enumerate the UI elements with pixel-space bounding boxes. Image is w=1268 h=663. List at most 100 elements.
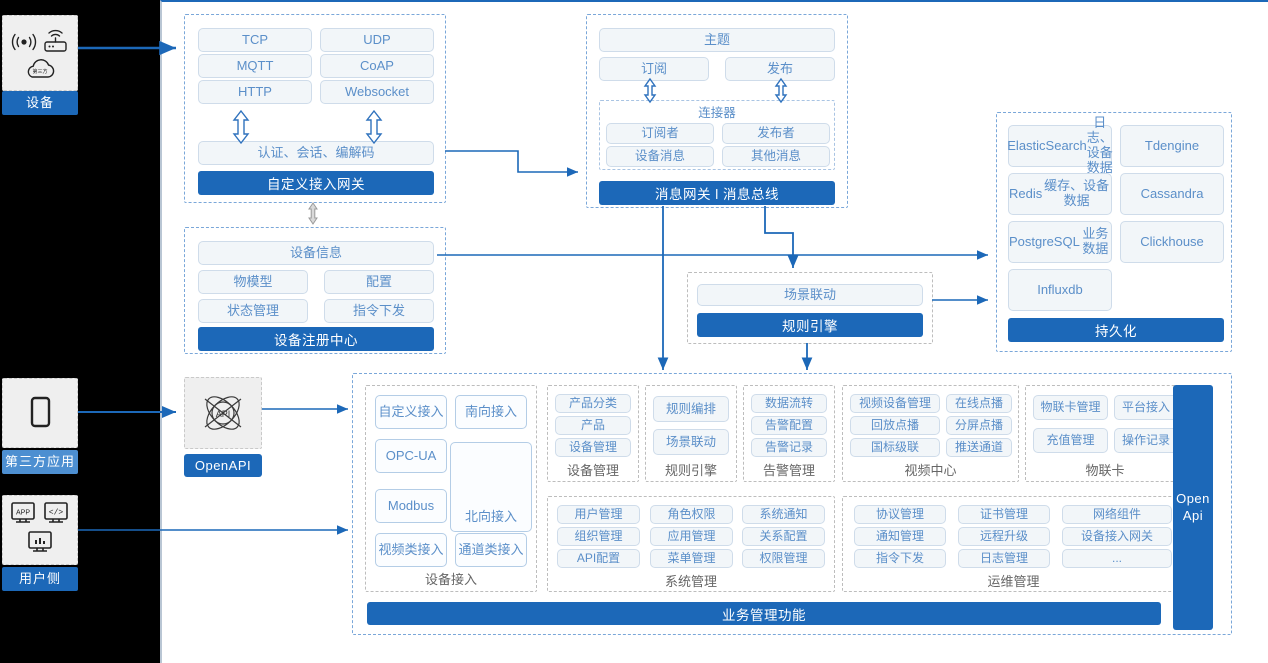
product-management-title: 设备管理 bbox=[566, 462, 619, 478]
system-chip-menu-management[interactable]: 菜单管理 bbox=[650, 549, 733, 568]
store-desc: 业务数据 bbox=[1082, 226, 1109, 256]
protocol-chip-websocket[interactable]: Websocket bbox=[320, 80, 434, 104]
device-access-chip-southbound[interactable]: 南向接入 bbox=[455, 395, 527, 429]
store-chip-cassandra[interactable]: Cassandra bbox=[1120, 173, 1224, 215]
command-dispatch-chip[interactable]: 指令下发 bbox=[324, 299, 434, 323]
business-management-bottom-bar[interactable]: 业务管理功能 bbox=[367, 602, 1161, 625]
config-chip[interactable]: 配置 bbox=[324, 270, 434, 294]
alarm-chip-config[interactable]: 告警配置 bbox=[751, 416, 827, 435]
state-management-chip[interactable]: 状态管理 bbox=[198, 299, 308, 323]
device-access-chip-opcua[interactable]: OPC-UA bbox=[375, 439, 447, 473]
connector-title: 连接器 bbox=[698, 105, 736, 120]
video-center-group bbox=[842, 385, 1019, 482]
system-chip-permission-management[interactable]: 权限管理 bbox=[742, 549, 825, 568]
store-chip-postgresql[interactable]: PostgreSQL 业务数据 bbox=[1008, 221, 1112, 263]
protocol-chip-tcp[interactable]: TCP bbox=[198, 28, 312, 52]
device-info-chip[interactable]: 设备信息 bbox=[198, 241, 434, 265]
openapi-label-bar[interactable]: OpenAPI bbox=[184, 454, 262, 477]
auth-session-codec-chip[interactable]: 认证、会话、编解码 bbox=[198, 141, 434, 165]
system-chip-org-management[interactable]: 组织管理 bbox=[557, 527, 640, 546]
iot-card-chip-recharge[interactable]: 充值管理 bbox=[1033, 428, 1108, 453]
connector-chip-device-message[interactable]: 设备消息 bbox=[606, 146, 714, 167]
open-api-line1: Open bbox=[1176, 491, 1210, 507]
system-chip-api-config[interactable]: API配置 bbox=[557, 549, 640, 568]
message-gateway-bar[interactable]: 消息网关 l 消息总线 bbox=[599, 181, 835, 205]
alarm-management-title: 告警管理 bbox=[762, 462, 815, 478]
device-center-group bbox=[184, 227, 446, 354]
store-chip-elasticsearch[interactable]: ElasticSearch 日志、设备数据 bbox=[1007, 115, 1113, 175]
ops-chip-device-access-gateway[interactable]: 设备接入网关 bbox=[1062, 527, 1172, 546]
rule-engine-col-title: 规则引擎 bbox=[664, 462, 717, 478]
product-chip-category[interactable]: 产品分类 bbox=[555, 394, 631, 413]
store-name: PostgreSQL bbox=[1009, 233, 1080, 249]
open-api-side-bar[interactable]: Open Api bbox=[1173, 385, 1213, 630]
device-access-chip-modbus[interactable]: Modbus bbox=[375, 489, 447, 523]
scene-linkage-chip[interactable]: 场景联动 bbox=[697, 284, 923, 306]
ops-chip-protocol-management[interactable]: 协议管理 bbox=[854, 505, 946, 524]
rule-engine-bar[interactable]: 规则引擎 bbox=[697, 313, 923, 337]
device-access-chip-northbound[interactable]: 北向接入 bbox=[450, 442, 532, 532]
store-chip-redis[interactable]: Redis 缓存、设备数据 bbox=[1008, 173, 1112, 215]
device-access-chip-channel[interactable]: 通道类接入 bbox=[455, 533, 527, 567]
protocol-chip-udp[interactable]: UDP bbox=[320, 28, 434, 52]
subscribe-chip[interactable]: 订阅 bbox=[599, 57, 709, 81]
alarm-chip-data-flow[interactable]: 数据流转 bbox=[751, 394, 827, 413]
ops-chip-command-dispatch[interactable]: 指令下发 bbox=[854, 549, 946, 568]
user-side-icon-box: APP </> bbox=[2, 495, 78, 565]
protocol-chip-coap[interactable]: CoAP bbox=[320, 54, 434, 78]
ops-chip-log-management[interactable]: 日志管理 bbox=[958, 549, 1050, 568]
svg-text:API: API bbox=[216, 409, 231, 419]
store-name: ElasticSearch bbox=[1007, 137, 1087, 153]
iot-card-chip-management[interactable]: 物联卡管理 bbox=[1033, 395, 1108, 420]
persistence-bar[interactable]: 持久化 bbox=[1008, 318, 1224, 342]
thing-model-chip[interactable]: 物模型 bbox=[198, 270, 308, 294]
ops-chip-network-component[interactable]: 网络组件 bbox=[1062, 505, 1172, 524]
device-registry-bar[interactable]: 设备注册中心 bbox=[198, 327, 434, 351]
store-chip-clickhouse[interactable]: Clickhouse bbox=[1120, 221, 1224, 263]
video-chip-split-screen[interactable]: 分屏点播 bbox=[946, 416, 1012, 435]
ops-chip-more[interactable]: ... bbox=[1062, 549, 1172, 568]
video-chip-device-management[interactable]: 视频设备管理 bbox=[850, 394, 940, 413]
video-chip-playback[interactable]: 回放点播 bbox=[850, 416, 940, 435]
svg-text:</>: </> bbox=[49, 509, 64, 518]
system-chip-role-permission[interactable]: 角色权限 bbox=[650, 505, 733, 524]
rail-label-device: 设备 bbox=[2, 91, 78, 115]
connector-chip-subscriber[interactable]: 订阅者 bbox=[606, 123, 714, 144]
iot-card-chip-operation-log[interactable]: 操作记录 bbox=[1114, 428, 1178, 453]
device-access-chip-custom[interactable]: 自定义接入 bbox=[375, 395, 447, 429]
ops-chip-remote-upgrade[interactable]: 远程升级 bbox=[958, 527, 1050, 546]
store-chip-tdengine[interactable]: Tdengine bbox=[1120, 125, 1224, 167]
store-name: Redis bbox=[1009, 185, 1043, 201]
store-chip-influxdb[interactable]: Influxdb bbox=[1008, 269, 1112, 311]
protocol-chip-http[interactable]: HTTP bbox=[198, 80, 312, 104]
publish-chip[interactable]: 发布 bbox=[725, 57, 835, 81]
product-chip-device-management[interactable]: 设备管理 bbox=[555, 438, 631, 457]
protocol-chip-mqtt[interactable]: MQTT bbox=[198, 54, 312, 78]
persistence-group bbox=[996, 112, 1232, 352]
custom-access-gateway-bar[interactable]: 自定义接入网关 bbox=[198, 171, 434, 195]
video-chip-gb-cascade[interactable]: 国标级联 bbox=[850, 438, 940, 457]
signal-icon bbox=[11, 33, 37, 51]
video-chip-online-play[interactable]: 在线点播 bbox=[946, 394, 1012, 413]
ops-chip-notice-management[interactable]: 通知管理 bbox=[854, 527, 946, 546]
alarm-chip-record[interactable]: 告警记录 bbox=[751, 438, 827, 457]
system-chip-user-management[interactable]: 用户管理 bbox=[557, 505, 640, 524]
system-chip-relation-config[interactable]: 关系配置 bbox=[742, 527, 825, 546]
connector-chip-other-message[interactable]: 其他消息 bbox=[722, 146, 830, 167]
connector-chip-publisher[interactable]: 发布者 bbox=[722, 123, 830, 144]
topic-chip[interactable]: 主题 bbox=[599, 28, 835, 52]
rule-chip-scene-linkage[interactable]: 场景联动 bbox=[653, 429, 729, 455]
mobile-phone-icon bbox=[30, 396, 51, 428]
ops-chip-cert-management[interactable]: 证书管理 bbox=[958, 505, 1050, 524]
video-chip-push-channel[interactable]: 推送通道 bbox=[946, 438, 1012, 457]
product-chip-product[interactable]: 产品 bbox=[555, 416, 631, 435]
device-access-chip-video[interactable]: 视频类接入 bbox=[375, 533, 447, 567]
system-chip-system-notice[interactable]: 系统通知 bbox=[742, 505, 825, 524]
rule-chip-orchestration[interactable]: 规则编排 bbox=[653, 396, 729, 422]
left-rail: 第三方 设备 第三方应用 APP bbox=[0, 0, 160, 663]
iot-card-chip-platform-access[interactable]: 平台接入 bbox=[1114, 395, 1178, 420]
chart-window-icon bbox=[28, 531, 52, 552]
device-icon-box: 第三方 bbox=[2, 15, 78, 91]
system-chip-app-management[interactable]: 应用管理 bbox=[650, 527, 733, 546]
openapi-icon-box: API bbox=[184, 377, 262, 449]
